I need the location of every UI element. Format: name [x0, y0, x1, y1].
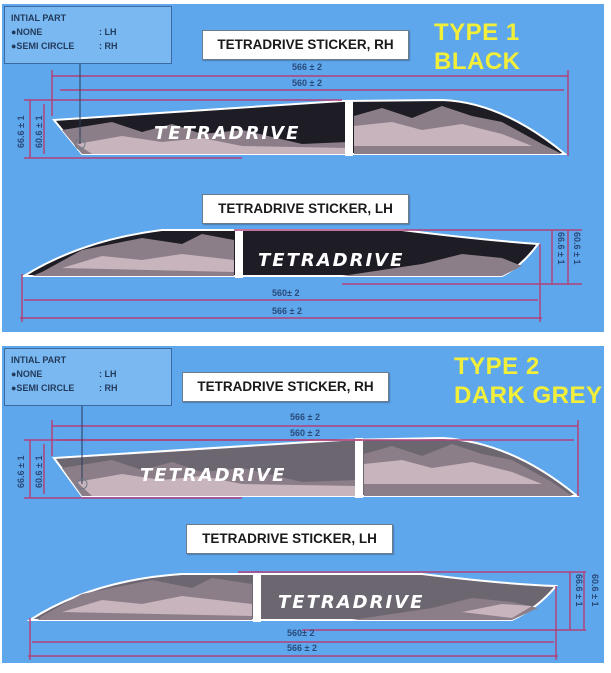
rh-sticker-black: TETRADRIVE [51, 98, 568, 156]
lh-inner-length: 560± 2 [287, 628, 315, 638]
initial-part-legend: INTIAL PART ●NONE : LH ●SEMI CIRCLE : RH [4, 6, 172, 64]
legend-row-semi-circle: ●SEMI CIRCLE : RH [11, 383, 118, 393]
rh-sticker-title: TETRADRIVE STICKER, RH [182, 372, 389, 402]
type2-panel: TETRADRIVE TETRADRIVE [2, 346, 604, 663]
rh-dimension-lines [24, 70, 569, 159]
lh-overall-height: 66.6 ± 1 [574, 574, 584, 607]
type2-drawing: TETRADRIVE TETRADRIVE [24, 406, 586, 660]
lh-sticker-black: TETRADRIVE [20, 229, 540, 278]
rh-inner-length: 560 ± 2 [292, 78, 322, 88]
rh-overall-height: 66.6 ± 1 [16, 115, 26, 148]
rh-overall-length: 566 ± 2 [290, 412, 320, 422]
rh-overall-length: 566 ± 2 [292, 62, 322, 72]
lh-inner-height: 60.6 ± 1 [590, 574, 600, 607]
lh-sticker-title: TETRADRIVE STICKER, LH [202, 194, 409, 224]
type1-panel: TETRADRIVE TETRADRIVE [2, 4, 604, 332]
type-label: TYPE 2 DARK GREY [454, 353, 603, 409]
rh-dimension-lines [24, 420, 579, 499]
lh-overall-length: 566 ± 2 [287, 643, 317, 653]
lh-overall-height: 66.6 ± 1 [556, 232, 566, 265]
legend-row-semi-circle: ●SEMI CIRCLE : RH [11, 41, 118, 51]
lh-inner-height: 60.6 ± 1 [572, 232, 582, 265]
lh-sticker-dark-grey: TETRADRIVE [26, 573, 559, 622]
lh-sticker-title: TETRADRIVE STICKER, LH [186, 524, 393, 554]
rh-brand-text: TETRADRIVE [154, 123, 300, 144]
rh-sticker-title: TETRADRIVE STICKER, RH [202, 30, 409, 60]
lh-brand-text: TETRADRIVE [258, 250, 404, 271]
type-label: TYPE 1 BLACK [434, 19, 521, 75]
rh-overall-height: 66.6 ± 1 [16, 455, 26, 488]
lh-dimension-lines [28, 571, 586, 660]
legend-row-none: ●NONE : LH [11, 27, 117, 37]
lh-inner-length: 560± 2 [272, 288, 300, 298]
lh-brand-text: TETRADRIVE [278, 592, 424, 613]
legend-title: INTIAL PART [11, 355, 67, 365]
rh-sticker-dark-grey: TETRADRIVE [52, 436, 580, 498]
rh-inner-height: 60.6 ± 1 [34, 455, 44, 488]
initial-part-legend: INTIAL PART ●NONE : LH ●SEMI CIRCLE : RH [4, 348, 172, 406]
rh-inner-height: 60.6 ± 1 [34, 115, 44, 148]
legend-title: INTIAL PART [11, 13, 67, 23]
lh-dimension-lines [20, 229, 582, 322]
lh-overall-length: 566 ± 2 [272, 306, 302, 316]
rh-brand-text: TETRADRIVE [140, 465, 286, 486]
legend-row-none: ●NONE : LH [11, 369, 117, 379]
rh-inner-length: 560 ± 2 [290, 428, 320, 438]
type1-drawing: TETRADRIVE TETRADRIVE [20, 64, 582, 322]
